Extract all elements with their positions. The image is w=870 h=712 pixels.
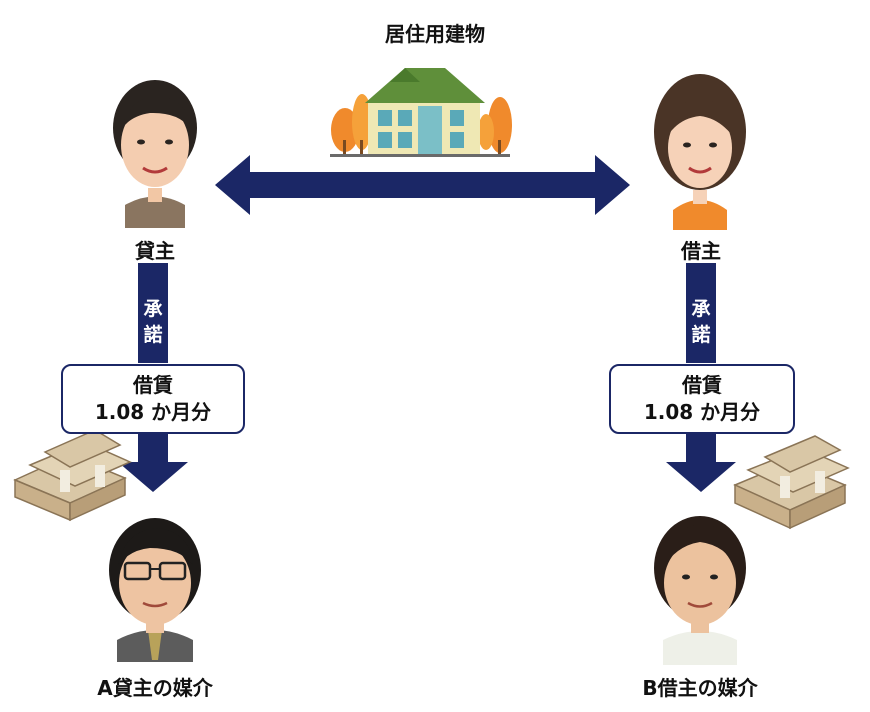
left-cash-stack-icon [13, 429, 132, 522]
right-cash-stack-icon [733, 435, 850, 530]
right-arrow-head [666, 462, 736, 492]
right-consent-char-2: 諾 [691, 324, 711, 346]
right-arrow-shaft-top [686, 263, 716, 363]
left-arrow-shaft-top [138, 263, 168, 363]
left-arrow-head [118, 462, 188, 492]
right-consent-text: 承 諾 [683, 296, 719, 348]
lessee-label: 借主 [681, 239, 721, 263]
left-arrow-shaft-bottom [138, 433, 168, 463]
right-consent-char-1: 承 [691, 298, 711, 320]
broker-a-avatar [109, 518, 201, 662]
left-consent-char-2: 諾 [143, 324, 163, 346]
right-arrow-shaft-bottom [686, 433, 716, 463]
right-fee-line2: 1.08 か月分 [643, 400, 761, 424]
left-fee-line1: 借賃 [133, 373, 173, 397]
left-consent-char-1: 承 [143, 298, 163, 320]
building-label: 居住用建物 [385, 22, 485, 46]
left-consent-text: 承 諾 [135, 296, 171, 348]
right-fee-line1: 借賃 [682, 373, 722, 397]
broker-b-avatar [654, 516, 746, 665]
broker-b-label: B借主の媒介 [642, 676, 758, 700]
broker-a-label: A貸主の媒介 [97, 676, 213, 700]
lessor-label: 貸主 [135, 239, 175, 263]
double-arrow [215, 155, 630, 215]
house-icon [330, 68, 512, 157]
lessee-avatar [654, 74, 746, 230]
right-fee-box: 借賃 1.08 か月分 [609, 364, 795, 434]
left-fee-line2: 1.08 か月分 [94, 400, 212, 424]
left-fee-box: 借賃 1.08 か月分 [61, 364, 245, 434]
lessor-avatar [113, 80, 197, 228]
